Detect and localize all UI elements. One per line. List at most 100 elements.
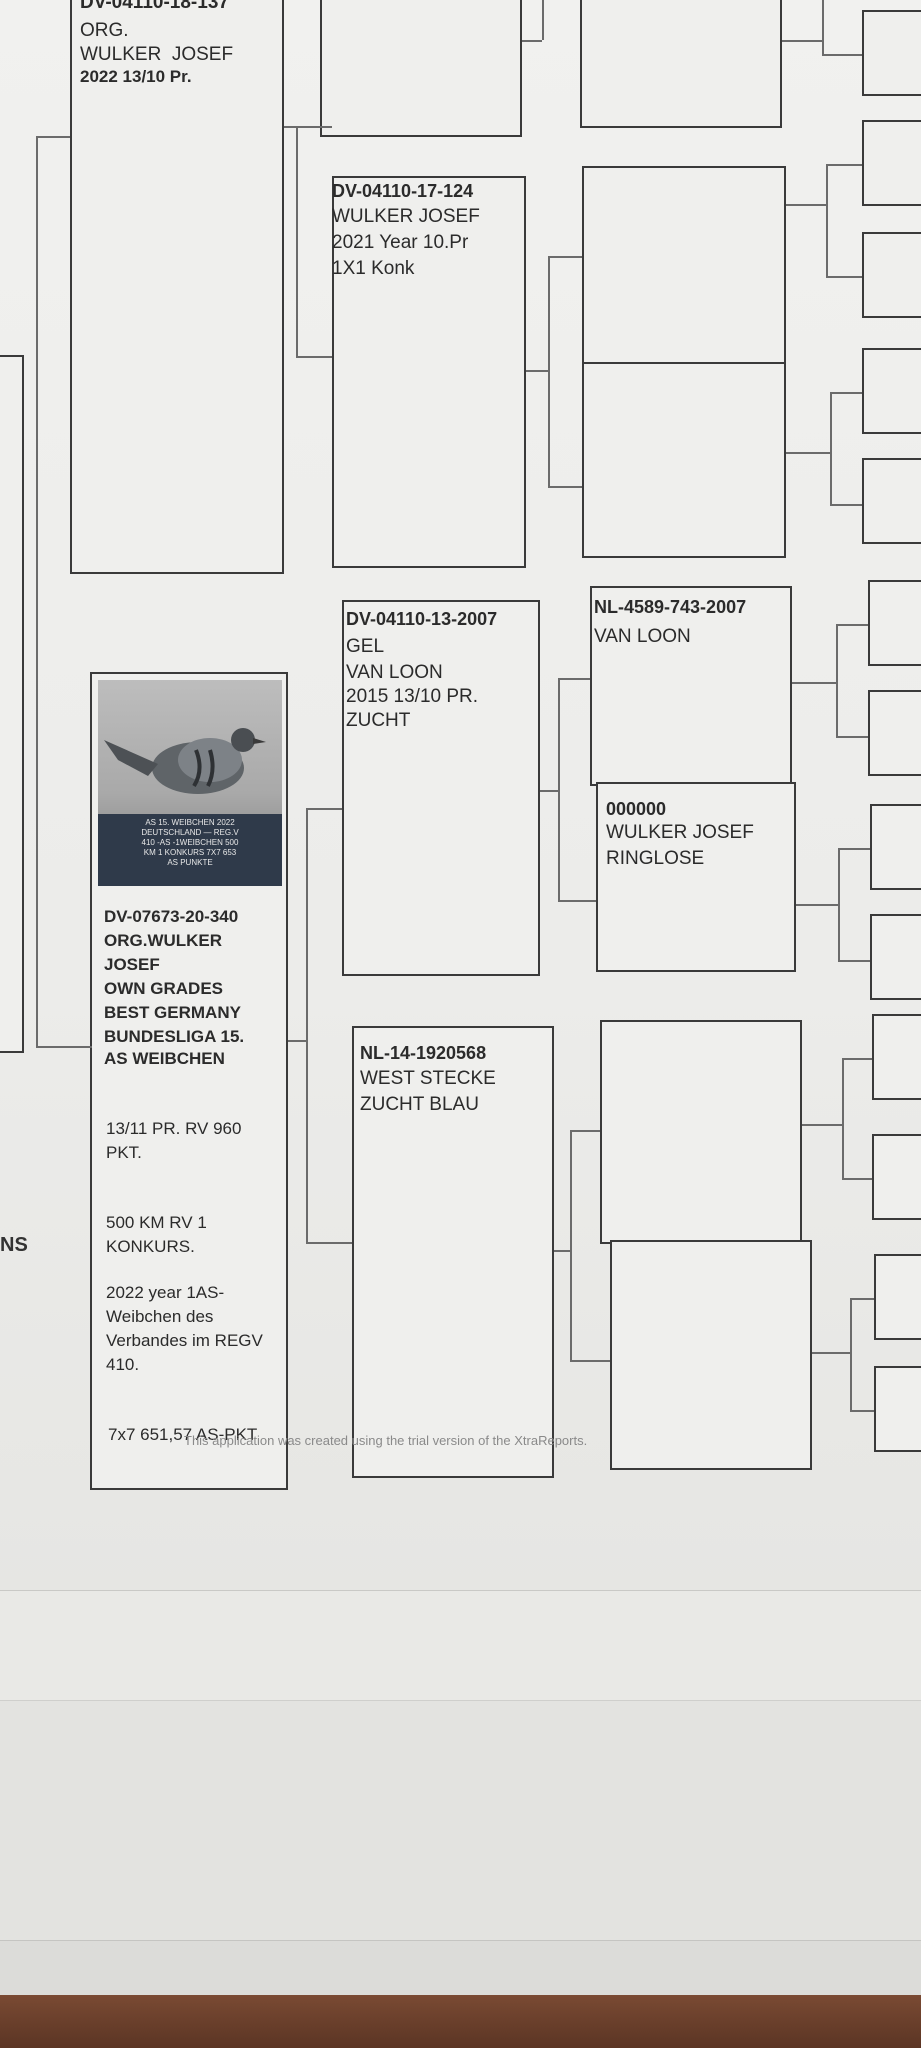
connector-line [850,1410,874,1412]
paper-sheet-3 [0,1700,921,1971]
ring-number: DV-07673-20-340 [104,907,239,926]
connector-line [850,1298,874,1300]
paper-sheet-2 [0,1590,921,1711]
connector-line [306,808,308,1242]
connector-line [802,1124,842,1126]
connector-line [838,960,870,962]
connector-line [842,1058,844,1178]
connector-line [822,0,824,54]
connector-line [570,1130,572,1360]
connector-line [36,136,70,138]
connector-line [548,256,550,486]
pedigree-box-small [872,1014,921,1100]
connector-line [570,1130,600,1132]
pedigree-box-small [874,1254,921,1340]
connector-line [554,1250,570,1252]
pedigree-text: 2015 13/10 PR. [346,686,479,707]
pedigree-text: 410. [106,1355,140,1374]
pedigree-box-small [868,580,921,666]
pedigree-box-small [870,914,921,1000]
connector-line [796,904,838,906]
connector-line [836,624,868,626]
connector-line [288,1040,308,1042]
connector-line [522,40,542,42]
pedigree-box-small [862,232,921,318]
pedigree-text: WULKER JOSEF [332,206,480,227]
pedigree-text: WULKER JOSEF [606,822,754,843]
pedigree-box-small [870,804,921,890]
pedigree-text: ORG.WULKER [104,931,223,950]
pedigree-box-small [862,348,921,434]
pigeon-image [104,728,266,794]
connector-line [548,256,582,258]
photo-caption: AS 15. WEIBCHEN 2022 DEUTSCHLAND — REG.V… [98,814,282,886]
pedigree-box-small [862,10,921,96]
connector-line [830,392,832,504]
pedigree-box-empty [600,1020,802,1244]
connector-line [826,164,828,276]
ring-number: DV-04110-18-137 [80,0,229,13]
connector-line [558,678,590,680]
connector-line [558,900,596,902]
trial-watermark: This application was created using the t… [184,1433,588,1448]
caption-line: KM 1 KONKURS 7X7 653 [143,848,237,857]
pedigree-text: 2022 13/10 Pr. [80,67,192,86]
caption-line: AS PUNKTE [167,858,213,867]
pedigree-box-small [874,1366,921,1452]
pedigree-box-grandsire [332,176,526,568]
pedigree-text: 13/11 PR. RV 960 [106,1119,242,1138]
pedigree-box-empty [320,0,522,137]
connector-line [306,1242,352,1244]
connector-line [830,392,862,394]
pedigree-text: RINGLOSE [606,848,705,869]
pigeon-photo: AS 15. WEIBCHEN 2022 DEUTSCHLAND — REG.V… [98,680,282,886]
connector-line [548,486,582,488]
connector-line [842,1058,872,1060]
pedigree-box-empty [582,362,786,558]
pedigree-text: PKT. [106,1143,142,1162]
pedigree-box-small [862,120,921,206]
pedigree-text: BEST GERMANY [104,1003,241,1022]
connector-line [838,848,840,960]
connector-line [826,164,862,166]
pedigree-text: Weibchen des [106,1307,214,1326]
pedigree-text: VAN LOON [346,662,443,683]
connector-line [306,808,342,810]
connector-line [786,452,830,454]
pedigree-box-small [872,1134,921,1220]
caption-line: 410 -AS -1WEIBCHEN 500 [141,838,239,847]
ring-number: 000000 [606,799,667,819]
pedigree-text: ZUCHT [346,710,411,731]
pedigree-text: 7x7 651,57 AS-PKT [108,1425,258,1444]
connector-line [822,54,862,56]
pedigree-box-sire [342,600,540,976]
connector-line [570,1360,610,1362]
pedigree-text: 500 KM RV 1 [106,1213,207,1232]
connector-line [558,678,560,900]
pedigree-text: 1X1 Konk [332,258,415,279]
pedigree-box-dam [352,1026,554,1478]
ring-number: DV-04110-13-2007 [346,609,498,629]
connector-line [850,1298,852,1410]
pedigree-text: AS WEIBCHEN [104,1049,225,1068]
connector-line [826,276,862,278]
pedigree-text: 2022 year 1AS- [106,1283,225,1302]
connector-line [36,1046,92,1048]
pedigree-box-empty [610,1240,812,1470]
connector-line [836,736,868,738]
connector-line [842,1178,872,1180]
pedigree-text: 2021 Year 10.Pr [332,232,469,253]
connector-line [540,790,558,792]
connector-line [836,624,838,736]
pedigree-text: VAN LOON [594,626,691,647]
caption-line: DEUTSCHLAND — REG.V [141,828,239,837]
pedigree-box-small [862,458,921,544]
connector-line [838,848,870,850]
connector-line [526,370,548,372]
caption-line: AS 15. WEIBCHEN 2022 [145,818,235,827]
pedigree-box-sire-sire [590,586,792,786]
floor-background [0,1995,921,2048]
connector-line [792,682,836,684]
pedigree-box-small [868,690,921,776]
connector-line [36,136,38,1046]
